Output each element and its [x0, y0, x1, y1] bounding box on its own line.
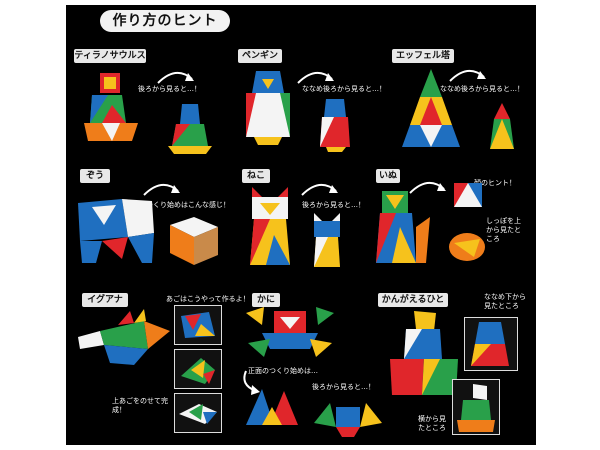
dog-image	[376, 191, 430, 263]
thinker-below-view-image	[464, 317, 518, 371]
elephant-image	[78, 199, 154, 263]
label-thinker: かんがえるひと	[378, 293, 448, 307]
penguin-front-image	[246, 71, 290, 145]
note-elephant: つくり始めはこんな感じ！	[146, 201, 230, 209]
note-tyrannosaurus: 後ろから見ると…！	[138, 85, 201, 93]
note-crab-start: 正面のつくり始めは…	[248, 367, 318, 375]
hints-board: 作り方のヒント ティラノサウルス 後ろから見ると…！ ペンギン ななめ後ろから見…	[66, 5, 536, 445]
thinker-image	[390, 311, 458, 395]
note-thinker-below: ななめ下から見たところ	[484, 293, 526, 310]
label-dog: いぬ	[376, 169, 400, 183]
note-iguana-jaw: あごはこうやって作るよ！	[166, 295, 250, 303]
note-crab-back: 後ろから見ると…！	[312, 383, 375, 391]
label-penguin: ペンギン	[238, 49, 282, 63]
elephant-start-image	[170, 217, 218, 265]
label-tyrannosaurus: ティラノサウルス	[74, 49, 146, 63]
note-cat: 後ろから見ると…！	[302, 201, 365, 209]
note-dog-tail: しっぽを上から見たところ	[486, 217, 521, 243]
note-iguana-finish: 上あごをのせて完成！	[112, 397, 168, 414]
curved-arrow-icon	[449, 70, 486, 82]
eiffel-back-image	[490, 103, 514, 149]
tyrannosaurus-front-image	[84, 73, 138, 141]
cat-back-image	[314, 213, 340, 267]
cat-front-image	[250, 187, 290, 265]
eiffel-front-image	[402, 69, 460, 147]
iguana-step3-image	[174, 393, 222, 433]
label-elephant: ぞう	[80, 169, 110, 183]
note-thinker-side: 横から見たところ	[418, 415, 446, 432]
dog-tail-hint-image	[449, 233, 485, 261]
dog-face-hint-image	[454, 183, 482, 207]
curved-arrow-icon	[243, 370, 260, 395]
curved-arrow-icon	[409, 182, 446, 194]
crab-start-image	[246, 389, 298, 425]
label-crab: かに	[252, 293, 280, 307]
curved-arrow-icon	[143, 184, 180, 196]
crab-image	[246, 307, 334, 357]
page-title: 作り方のヒント	[100, 10, 230, 32]
thinker-side-view-image	[452, 379, 500, 435]
iguana-step1-image	[174, 305, 222, 345]
curved-arrow-icon	[157, 72, 194, 84]
penguin-back-image	[320, 99, 350, 152]
label-cat: ねこ	[242, 169, 270, 183]
note-dog-face: 顔のヒント！	[474, 179, 516, 187]
note-eiffel: ななめ後ろから見ると…！	[440, 85, 524, 93]
iguana-image	[78, 309, 170, 365]
curved-arrow-icon	[297, 72, 334, 84]
label-eiffel: エッフェル塔	[392, 49, 454, 63]
curved-arrow-icon	[301, 184, 338, 196]
crab-back-image	[314, 403, 382, 437]
iguana-step2-image	[174, 349, 222, 389]
note-penguin: ななめ後ろから見ると…！	[302, 85, 386, 93]
label-iguana: イグアナ	[82, 293, 128, 307]
tyrannosaurus-back-image	[168, 104, 212, 154]
